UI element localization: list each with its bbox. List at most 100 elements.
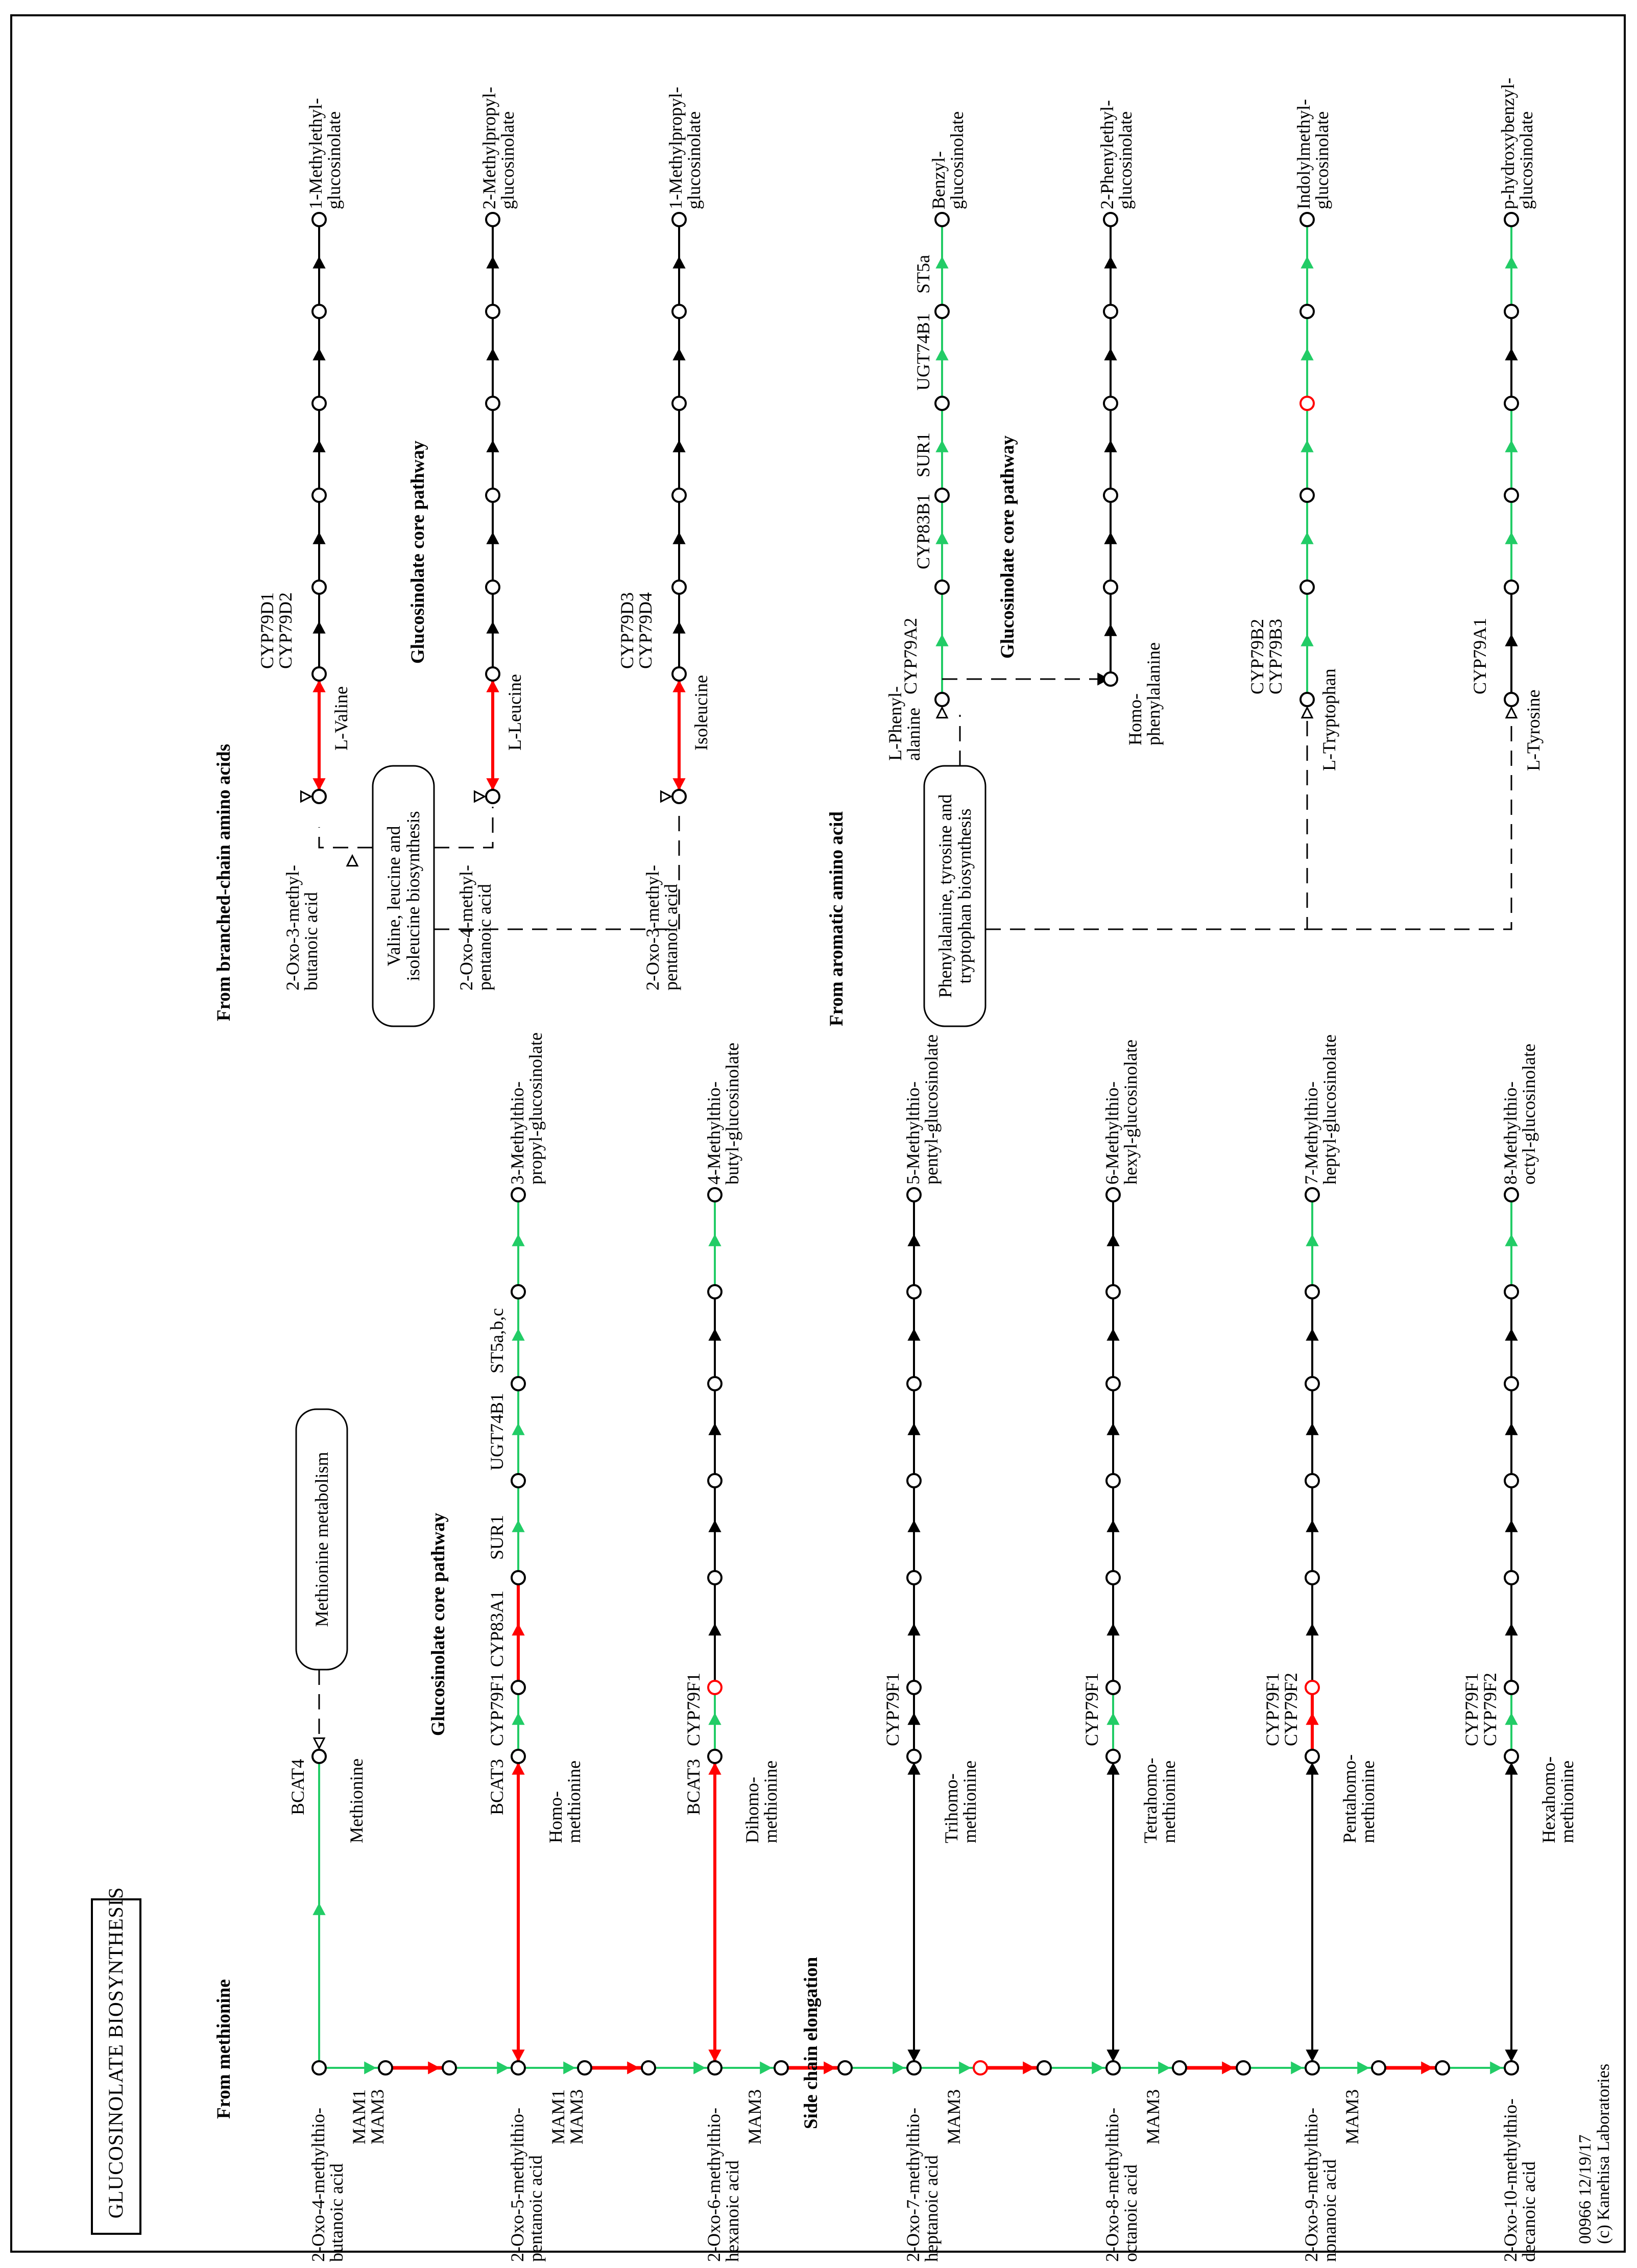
core-node[interactable] bbox=[934, 488, 950, 503]
core-node[interactable] bbox=[1103, 396, 1118, 411]
keto-acid-node[interactable] bbox=[1305, 2060, 1320, 2076]
core-node[interactable] bbox=[311, 580, 327, 595]
core-node[interactable] bbox=[671, 396, 687, 411]
core-node[interactable] bbox=[1103, 304, 1118, 319]
core-node[interactable] bbox=[1305, 1680, 1320, 1695]
amino-acid-node[interactable] bbox=[1305, 1749, 1320, 1764]
intermediate-node[interactable] bbox=[442, 2060, 457, 2076]
core-node[interactable] bbox=[906, 1473, 922, 1488]
aromatic-amino-node[interactable] bbox=[1103, 671, 1118, 687]
map-link-tryptophan[interactable] bbox=[985, 720, 1308, 930]
core-node[interactable] bbox=[1299, 580, 1315, 595]
core-node[interactable] bbox=[1504, 396, 1519, 411]
core-node[interactable] bbox=[1105, 1284, 1121, 1299]
core-node[interactable] bbox=[511, 1570, 526, 1585]
amino-acid-node[interactable] bbox=[311, 1749, 327, 1764]
core-node[interactable] bbox=[1504, 1570, 1519, 1585]
core-node[interactable] bbox=[311, 212, 327, 227]
core-node[interactable] bbox=[671, 212, 687, 227]
core-node[interactable] bbox=[511, 1187, 526, 1202]
core-node[interactable] bbox=[1504, 1680, 1519, 1695]
core-node[interactable] bbox=[1105, 1473, 1121, 1488]
map-valine-leucine-isoleucine[interactable] bbox=[372, 765, 435, 1027]
core-node[interactable] bbox=[707, 1570, 723, 1585]
intermediate-node[interactable] bbox=[1435, 2060, 1450, 2076]
core-node[interactable] bbox=[707, 1284, 723, 1299]
map-link-tyrosine[interactable] bbox=[1307, 720, 1512, 930]
core-node[interactable] bbox=[906, 1570, 922, 1585]
intermediate-node[interactable] bbox=[641, 2060, 656, 2076]
amino-acid-node[interactable] bbox=[906, 1749, 922, 1764]
core-node[interactable] bbox=[707, 1187, 723, 1202]
keto-acid-node[interactable] bbox=[906, 2060, 922, 2076]
amino-acid-node[interactable] bbox=[1504, 1749, 1519, 1764]
core-node[interactable] bbox=[1504, 488, 1519, 503]
core-node[interactable] bbox=[1103, 488, 1118, 503]
map-phe-tyr-trp[interactable] bbox=[923, 765, 986, 1027]
core-node[interactable] bbox=[906, 1284, 922, 1299]
map-link-leucine[interactable] bbox=[434, 807, 494, 849]
core-node[interactable] bbox=[1103, 580, 1118, 595]
core-node[interactable] bbox=[485, 488, 500, 503]
branched-amino-node[interactable] bbox=[311, 666, 327, 682]
core-node[interactable] bbox=[1504, 1376, 1519, 1391]
map-link-valine[interactable] bbox=[318, 827, 373, 849]
core-node[interactable] bbox=[1504, 304, 1519, 319]
amino-acid-node[interactable] bbox=[1105, 1749, 1121, 1764]
core-node[interactable] bbox=[1105, 1680, 1121, 1695]
core-node[interactable] bbox=[511, 1473, 526, 1488]
core-node[interactable] bbox=[934, 304, 950, 319]
branched-amino-node[interactable] bbox=[485, 666, 500, 682]
keto-acid-node[interactable] bbox=[511, 2060, 526, 2076]
map-link-isoleucine[interactable] bbox=[434, 807, 680, 930]
core-node[interactable] bbox=[1299, 396, 1315, 411]
core-node[interactable] bbox=[906, 1187, 922, 1202]
intermediate-node[interactable] bbox=[577, 2060, 592, 2076]
core-node[interactable] bbox=[906, 1680, 922, 1695]
intermediate-node[interactable] bbox=[973, 2060, 988, 2076]
core-node[interactable] bbox=[1105, 1570, 1121, 1585]
core-node[interactable] bbox=[707, 1473, 723, 1488]
core-node[interactable] bbox=[1305, 1473, 1320, 1488]
map-methionine-metabolism[interactable] bbox=[295, 1408, 348, 1671]
core-node[interactable] bbox=[1105, 1187, 1121, 1202]
core-node[interactable] bbox=[511, 1376, 526, 1391]
core-node[interactable] bbox=[511, 1680, 526, 1695]
core-node[interactable] bbox=[1504, 212, 1519, 227]
core-node[interactable] bbox=[906, 1376, 922, 1391]
keto-acid-node[interactable] bbox=[707, 2060, 723, 2076]
core-node[interactable] bbox=[1103, 212, 1118, 227]
core-node[interactable] bbox=[311, 488, 327, 503]
core-node[interactable] bbox=[1105, 1376, 1121, 1391]
intermediate-node[interactable] bbox=[837, 2060, 853, 2076]
branched-amino-node[interactable] bbox=[671, 666, 687, 682]
branched-keto-node[interactable] bbox=[485, 789, 500, 804]
core-node[interactable] bbox=[707, 1680, 723, 1695]
amino-acid-node[interactable] bbox=[707, 1749, 723, 1764]
intermediate-node[interactable] bbox=[1236, 2060, 1251, 2076]
core-node[interactable] bbox=[1305, 1187, 1320, 1202]
core-node[interactable] bbox=[1504, 580, 1519, 595]
core-node[interactable] bbox=[1504, 1284, 1519, 1299]
intermediate-node[interactable] bbox=[378, 2060, 393, 2076]
core-node[interactable] bbox=[485, 212, 500, 227]
core-node[interactable] bbox=[485, 396, 500, 411]
intermediate-node[interactable] bbox=[774, 2060, 789, 2076]
core-node[interactable] bbox=[1299, 488, 1315, 503]
core-node[interactable] bbox=[1504, 1187, 1519, 1202]
branched-keto-node[interactable] bbox=[671, 789, 687, 804]
aromatic-amino-node[interactable] bbox=[1504, 692, 1519, 707]
keto-acid-node[interactable] bbox=[1504, 2060, 1519, 2076]
intermediate-node[interactable] bbox=[1037, 2060, 1052, 2076]
core-node[interactable] bbox=[311, 396, 327, 411]
amino-acid-node[interactable] bbox=[511, 1749, 526, 1764]
core-node[interactable] bbox=[934, 396, 950, 411]
core-node[interactable] bbox=[1299, 304, 1315, 319]
core-node[interactable] bbox=[1305, 1376, 1320, 1391]
core-node[interactable] bbox=[1504, 1473, 1519, 1488]
intermediate-node[interactable] bbox=[1371, 2060, 1386, 2076]
aromatic-amino-node[interactable] bbox=[934, 692, 950, 707]
intermediate-node[interactable] bbox=[1172, 2060, 1187, 2076]
keto-acid-node[interactable] bbox=[1105, 2060, 1121, 2076]
core-node[interactable] bbox=[671, 304, 687, 319]
